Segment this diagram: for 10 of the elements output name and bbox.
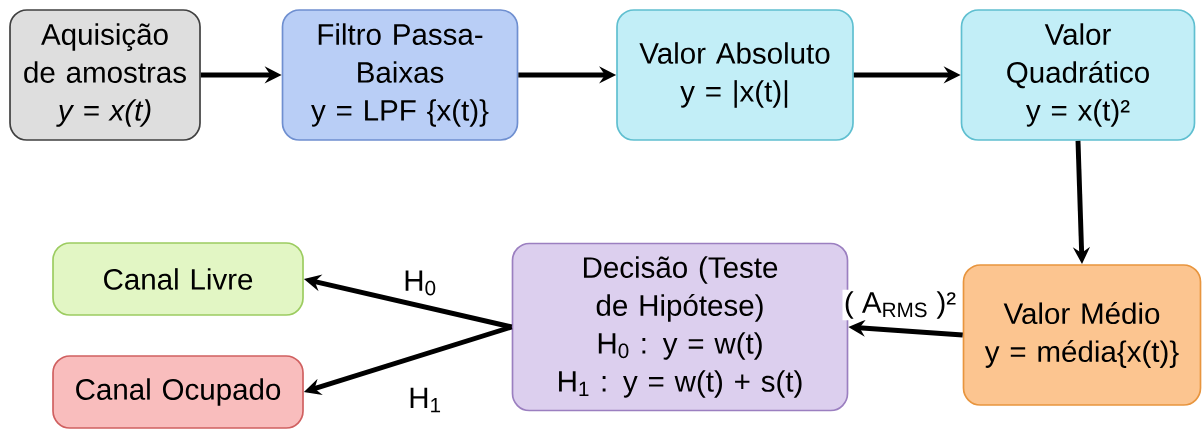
process-box: Filtro Passa-Baixas y = LPF {x(t)} bbox=[281, 9, 519, 141]
process-box: Valor Absoluto y = |x(t)| bbox=[616, 9, 854, 141]
edge-label: H$_{1}$ bbox=[406, 386, 444, 414]
edge-label: H$_{0}$ bbox=[401, 269, 439, 297]
edge-label: ( A$_{RMS}$ )² bbox=[842, 289, 958, 321]
result-box: Canal Livre bbox=[52, 242, 304, 316]
process-box: Valor Médio y = média{x(t)} bbox=[962, 264, 1202, 406]
process-box: Aquisição de amostras y = x(t) bbox=[9, 9, 201, 141]
process-box: Valor Quadrático y = x(t)² bbox=[960, 9, 1196, 141]
result-box: Canal Ocupado bbox=[52, 355, 304, 429]
